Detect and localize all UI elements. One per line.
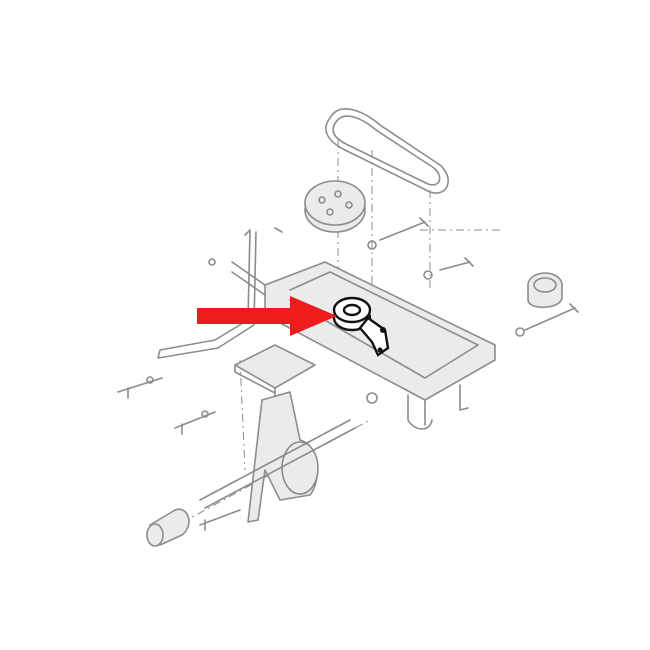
axle bbox=[199, 419, 356, 509]
bolts bbox=[117, 217, 579, 531]
bushing bbox=[527, 272, 563, 309]
transmission bbox=[234, 344, 319, 523]
drive-pulley bbox=[304, 180, 366, 233]
drive-belt bbox=[325, 108, 449, 194]
hub bbox=[146, 508, 190, 547]
idler-pulley[interactable] bbox=[332, 296, 372, 332]
red-pointer-arrow bbox=[197, 296, 337, 336]
idler-arm[interactable] bbox=[358, 316, 390, 357]
shift-lever bbox=[157, 227, 283, 359]
